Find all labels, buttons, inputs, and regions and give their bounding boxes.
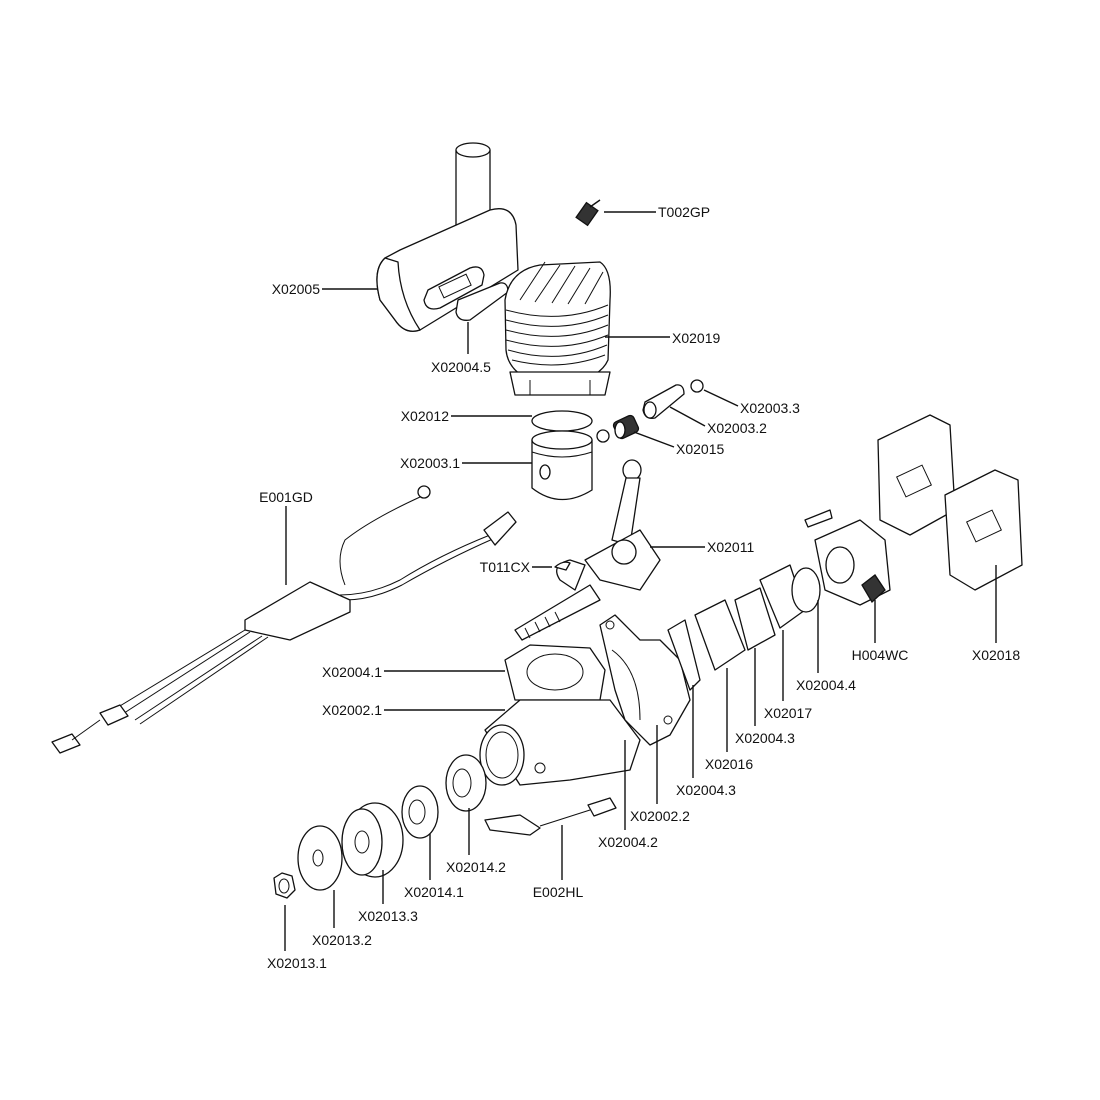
label-prop-hub: X02013.3 xyxy=(358,908,418,924)
label-reed-gasket-upper: X02004.3 xyxy=(735,730,795,746)
piston-part xyxy=(531,430,593,501)
label-piston-pin: X02003.2 xyxy=(707,420,767,436)
label-piston-ring: X02012 xyxy=(401,408,449,424)
engine-mount-part xyxy=(877,414,1023,591)
reed-valve-part xyxy=(667,564,821,691)
label-muffler: X02005 xyxy=(272,281,320,297)
prop-hub-part xyxy=(341,802,404,878)
circlip-right-part xyxy=(690,379,704,393)
label-prop-washer: X02013.2 xyxy=(312,932,372,948)
crankshaft-part xyxy=(514,459,661,641)
hall-sensor-part xyxy=(484,797,617,836)
label-ignition-module: E001GD xyxy=(259,489,313,505)
prop-washer-part xyxy=(297,825,343,891)
muffler-gasket-part xyxy=(455,282,509,321)
prop-nut-part xyxy=(273,872,296,899)
label-crankcase-front: X02002.1 xyxy=(322,702,382,718)
bearing-rear-part xyxy=(445,754,487,812)
label-carb-gasket: X02004.4 xyxy=(796,677,856,693)
label-connecting-rod: X02011 xyxy=(707,539,754,555)
label-engine-mount: X02018 xyxy=(972,647,1020,663)
label-needle-bearing: X02015 xyxy=(676,441,724,457)
piston-ring-part xyxy=(531,410,593,432)
label-cylinder-base-gasket: X02004.1 xyxy=(322,664,382,680)
label-intake-manifold: X02017 xyxy=(764,705,812,721)
label-cylinder: X02019 xyxy=(672,330,720,346)
needle-bearing-part xyxy=(612,414,640,440)
label-piston: X02003.1 xyxy=(400,455,460,471)
label-hall-sensor: E002HL xyxy=(533,884,584,900)
label-woodruff-key: T011CX xyxy=(480,559,531,575)
piston-pin-part xyxy=(642,384,685,419)
leader-lines xyxy=(284,211,997,951)
label-circlip: X02003.3 xyxy=(740,400,800,416)
circlip-left-part xyxy=(596,429,610,443)
cylinder-part xyxy=(504,261,611,396)
crankcase-rear-part xyxy=(599,614,691,746)
spark-plug-part xyxy=(575,199,601,227)
label-prop-nut: X02013.1 xyxy=(267,955,327,971)
carburetor-part xyxy=(804,509,891,606)
label-bearing-rear: X02014.2 xyxy=(446,859,506,875)
label-reed-gasket-lower: X02004.3 xyxy=(676,782,736,798)
label-carburetor: H004WC xyxy=(852,647,909,663)
bearing-front-part xyxy=(401,785,439,839)
crankcase-front-part xyxy=(479,644,641,786)
label-crankcase-rear: X02002.2 xyxy=(630,808,690,824)
label-bearing-front: X02014.1 xyxy=(404,884,464,900)
muffler-part xyxy=(376,142,519,332)
label-muffler-gasket: X02004.5 xyxy=(431,359,491,375)
woodruff-key-part xyxy=(554,561,571,571)
label-spark-plug: T002GP xyxy=(658,204,710,220)
part-labels: T002GP X02005 X02004.5 X02019 X02003.3 X… xyxy=(259,204,1020,971)
label-crankcase-gasket: X02004.2 xyxy=(598,834,658,850)
ignition-module-part xyxy=(51,485,517,754)
label-reed-valve: X02016 xyxy=(705,756,753,772)
